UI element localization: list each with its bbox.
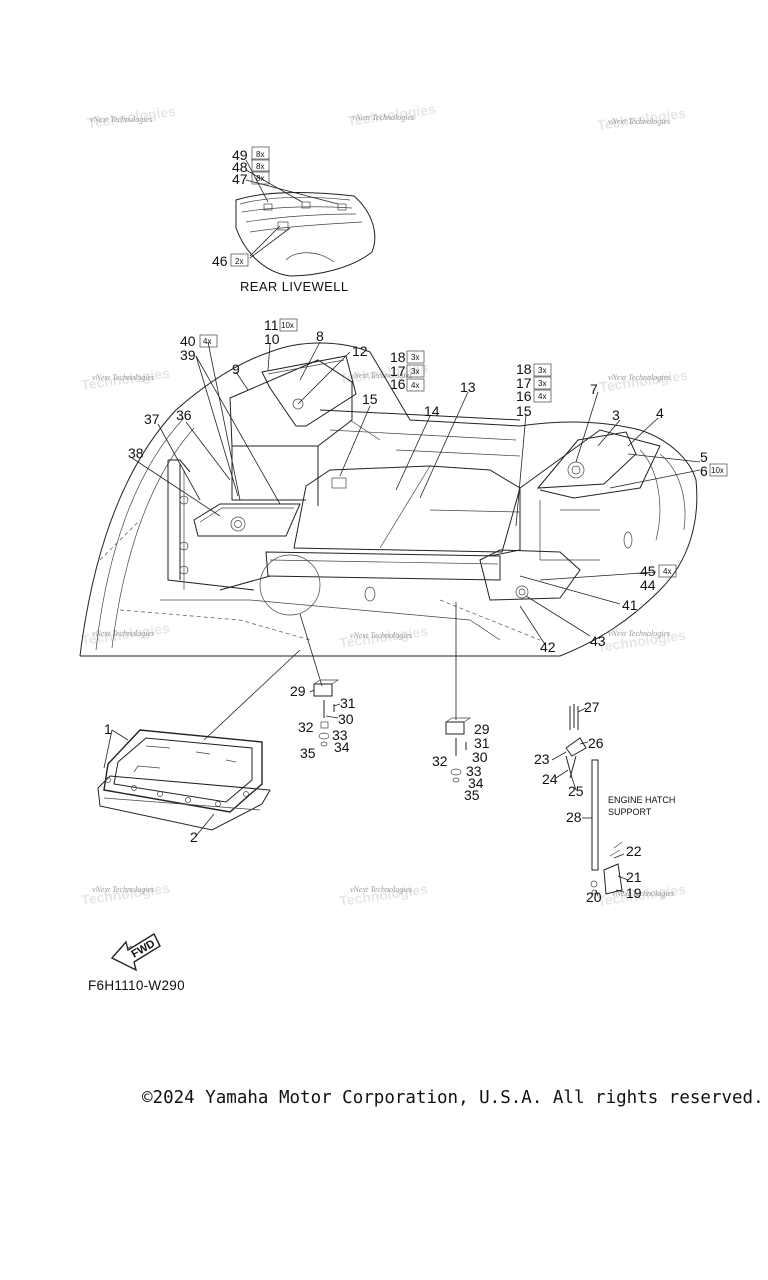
callout-3: 3: [612, 407, 620, 423]
callout-14: 14: [424, 403, 440, 419]
rear-livewell-caption: REAR LIVEWELL: [240, 279, 349, 294]
callout-21: 21: [626, 869, 642, 885]
callout-45: 45: [640, 563, 656, 579]
qty-16-left: 4x: [411, 381, 419, 390]
qty-45: 4x: [663, 567, 671, 576]
support-label: SUPPORT: [608, 807, 652, 817]
callout-19: 19: [626, 885, 642, 901]
callout-24: 24: [542, 771, 558, 787]
callout-32-left: 32: [298, 719, 314, 735]
callout-20: 20: [586, 889, 602, 905]
callout-1: 1: [104, 721, 112, 737]
callout-17-right: 17: [516, 375, 532, 391]
watermark-text: vNext Technologies: [350, 885, 412, 894]
callout-15-right: 15: [516, 403, 532, 419]
callout-16-left: 16: [390, 376, 406, 392]
watermark-text: vNext Technologies: [608, 117, 670, 126]
callout-34-left: 34: [334, 739, 350, 755]
callout-7: 7: [590, 381, 598, 397]
watermark-text: vNext Technologies: [350, 371, 412, 380]
callout-43: 43: [590, 633, 606, 649]
qty-47: 8x: [256, 174, 264, 183]
copyright-notice: ©2024 Yamaha Motor Corporation, U.S.A. A…: [142, 1088, 764, 1108]
watermark-text: vNext Technologies: [92, 885, 154, 894]
callout-33-left: 33: [332, 727, 348, 743]
callout-6: 6: [700, 463, 708, 479]
callout-13: 13: [460, 379, 476, 395]
callout-18-left: 18: [390, 349, 406, 365]
callout-47: 47: [232, 171, 248, 187]
callout-33-right: 33: [466, 763, 482, 779]
watermark-text: vNext Technologies: [612, 889, 674, 898]
qty-49: 8x: [256, 150, 264, 159]
deck-assembly-drawing: 11 10x 10 8 12 40 4x 39 9 37 36 38 18 3x…: [79, 317, 728, 657]
callout-35-left: 35: [300, 745, 316, 761]
callout-5: 5: [700, 449, 708, 465]
watermark-text: vNext Technologies: [608, 629, 670, 638]
callout-49: 49: [232, 147, 248, 163]
callout-30-right: 30: [472, 749, 488, 765]
callout-15-left: 15: [362, 391, 378, 407]
callout-30-left: 30: [338, 711, 354, 727]
qty-17-left: 3x: [411, 367, 419, 376]
qty-11: 10x: [281, 321, 294, 330]
qty-18-left: 3x: [411, 353, 419, 362]
qty-46: 2x: [235, 257, 243, 266]
callout-44: 44: [640, 577, 656, 593]
callout-34-right: 34: [468, 775, 484, 791]
qty-6: 10x: [711, 466, 724, 475]
callout-23: 23: [534, 751, 550, 767]
watermark-text: vNext Technologies: [350, 631, 412, 640]
callout-39: 39: [180, 347, 196, 363]
rear-livewell-inset: 49 8x 48 8x 47 8x 46 2x REAR LIVEWELL: [212, 146, 376, 294]
watermark-text: vNext Technologies: [608, 373, 670, 382]
callout-16-right: 16: [516, 388, 532, 404]
engine-hatch-label: ENGINE HATCH: [608, 795, 675, 805]
fwd-arrow-icon: FWD: [110, 933, 161, 972]
callout-29-right: 29: [474, 721, 490, 737]
callout-9: 9: [232, 361, 240, 377]
callout-2: 2: [190, 829, 198, 845]
callout-31-left: 31: [340, 695, 356, 711]
callout-42: 42: [540, 639, 556, 655]
callout-48: 48: [232, 159, 248, 175]
callout-38: 38: [128, 445, 144, 461]
qty-16-right: 4x: [538, 392, 546, 401]
callout-4: 4: [656, 405, 664, 421]
callout-37: 37: [144, 411, 160, 427]
lower-components: 1 2 29 31 30 32 33 34 35 29 31 30 32 33 …: [97, 602, 675, 972]
watermark-text: vNext Technologies: [92, 373, 154, 382]
callout-41: 41: [622, 597, 638, 613]
callout-35-right: 35: [464, 787, 480, 803]
callout-22: 22: [626, 843, 642, 859]
qty-48: 8x: [256, 162, 264, 171]
callout-31-right: 31: [474, 735, 490, 751]
callout-27: 27: [584, 699, 600, 715]
figure-code: F6H1110-W290: [88, 978, 185, 993]
callout-46: 46: [212, 253, 228, 269]
callout-36: 36: [176, 407, 192, 423]
watermark-text: vNext Technologies: [90, 115, 152, 124]
callout-29-left: 29: [290, 683, 306, 699]
callout-26: 26: [588, 735, 604, 751]
callout-28: 28: [566, 809, 582, 825]
callout-11: 11: [264, 317, 279, 333]
callout-18-right: 18: [516, 361, 532, 377]
watermark-text: vNext Technologies: [352, 113, 414, 122]
callout-12: 12: [352, 343, 368, 359]
callout-8: 8: [316, 328, 324, 344]
callout-32-right: 32: [432, 753, 448, 769]
callout-25: 25: [568, 783, 584, 799]
watermark-text: vNext Technologies: [92, 629, 154, 638]
qty-40: 4x: [203, 337, 211, 346]
callout-10: 10: [264, 331, 280, 347]
callout-40: 40: [180, 333, 196, 349]
qty-17-right: 3x: [538, 379, 546, 388]
fwd-label: FWD: [130, 938, 158, 961]
callout-17-left: 17: [390, 363, 406, 379]
qty-18-right: 3x: [538, 366, 546, 375]
